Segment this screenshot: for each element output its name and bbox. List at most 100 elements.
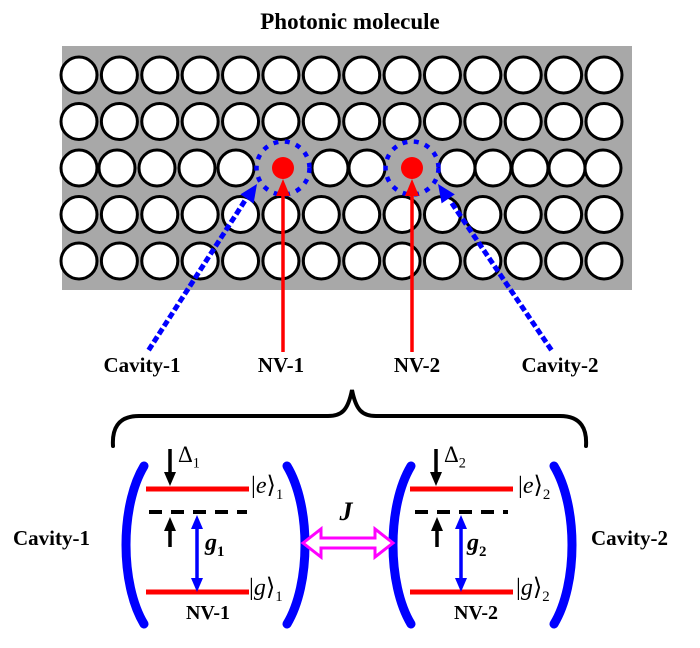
j-coupling-arrow-icon [300,525,396,561]
air-hole [310,148,350,188]
air-hole [140,55,180,95]
air-hole [584,241,624,281]
air-hole [347,148,387,188]
g1-subscript: 1 [217,543,225,560]
air-hole [261,195,301,234]
up-arrowhead-1-icon [164,517,176,531]
j-coupling-label: J [339,497,353,526]
air-hole [180,55,220,95]
air-hole [140,241,180,281]
level-diagram-right [388,449,577,629]
air-hole [382,241,422,281]
air-hole [583,148,623,188]
ket-e2-label: |e⟩2 [518,473,550,503]
air-hole [422,55,462,95]
g1-label: g1 [205,530,225,560]
ket-e1-label: |e⟩1 [251,473,284,503]
air-hole [59,148,99,188]
up-arrowhead-2-icon [431,517,443,531]
air-hole [503,195,543,234]
air-hole [503,241,543,281]
photonic-crystal-slab [59,46,632,290]
air-hole [473,148,513,188]
ket-letter: g [520,575,533,601]
delta1-arrowhead-icon [164,472,176,486]
air-hole [544,195,584,234]
g1-symbol: g [205,530,217,556]
nv1-label: NV-1 [185,602,231,624]
g1-top-arrowhead-icon [191,515,203,529]
air-hole [99,102,139,141]
ket-bar: | [249,575,254,601]
air-hole [342,241,382,281]
air-hole [544,55,584,95]
air-hole [261,241,301,281]
ket-bar: | [251,473,256,499]
ket-subscript: 1 [275,588,283,605]
ket-angle: ⟩ [266,473,276,499]
delta2-arrowhead-icon [430,472,442,486]
air-hole [382,102,422,141]
air-hole [301,241,341,281]
air-hole [97,148,137,188]
cavity1-arrowhead-icon [240,184,257,204]
air-hole [180,195,220,234]
air-hole [221,102,261,141]
air-hole [59,241,99,281]
air-hole [99,195,139,234]
air-hole [99,55,139,95]
pointer-label-nv1: NV-1 [257,353,305,377]
air-hole [261,55,301,95]
ket-subscript: 1 [275,486,284,503]
ket-bar: | [516,575,521,601]
air-hole [503,55,543,95]
delta1-symbol: Δ [178,442,193,467]
air-hole [510,148,550,188]
delta1-label: Δ1 [178,442,200,472]
g2-symbol: g [467,530,479,556]
delta1-subscript: 1 [192,455,200,472]
air-hole [99,241,139,281]
ket-g2-label: |g⟩2 [516,575,550,605]
cavity2-label: Cavity-2 [591,526,668,550]
air-hole [422,102,462,141]
nv2-arrowhead-icon [405,179,419,196]
air-hole [342,55,382,95]
nv-1-dot [272,157,294,179]
nv2-label: NV-2 [453,602,499,624]
delta2-subscript: 2 [458,455,466,472]
cavity2-arrowhead-icon [438,184,455,204]
pointer-label-nv2: NV-2 [393,353,441,377]
air-hole [59,102,99,141]
ket-bar: | [518,473,523,499]
figure-title: Photonic molecule [260,9,440,34]
nv-2-dot [401,157,423,179]
air-hole [216,148,256,188]
air-hole [544,241,584,281]
air-hole [463,55,503,95]
air-hole [503,102,543,141]
g2-subscript: 2 [479,543,487,560]
air-hole [261,102,301,141]
cavity-1-ring [254,139,312,197]
air-hole [301,55,341,95]
ket-letter: g [253,575,266,601]
air-hole [342,195,382,234]
air-hole [177,148,217,188]
air-hole [301,102,341,141]
ket-angle: ⟩ [265,575,276,601]
brace [110,389,589,448]
air-hole [221,195,261,234]
delta2-label: Δ2 [444,442,466,472]
delta2-symbol: Δ [444,442,459,467]
air-hole [382,195,422,234]
right-paren-left [388,461,416,629]
ket-subscript: 2 [542,588,550,605]
air-hole [221,241,261,281]
air-hole [140,102,180,141]
air-hole [59,55,99,95]
air-hole [544,102,584,141]
g2-top-arrowhead-icon [455,515,467,529]
